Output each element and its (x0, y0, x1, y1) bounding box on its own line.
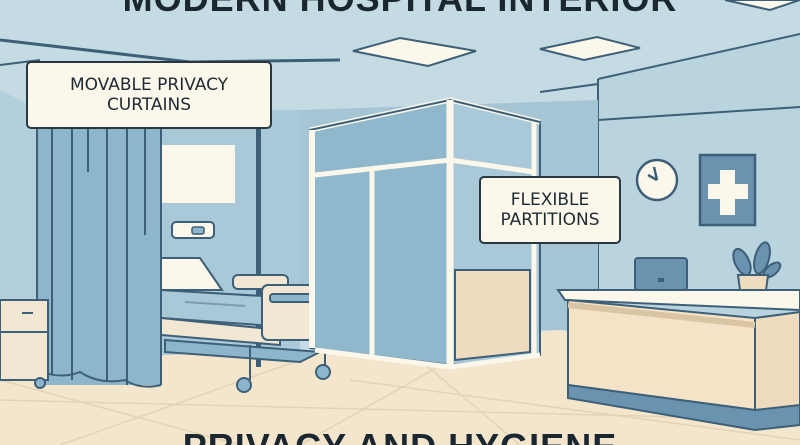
label-line: CURTAINS (106, 95, 192, 115)
label-line: MOVABLE PRIVACY (69, 75, 229, 95)
bottom-caption: PRIVACY AND HYGIENE (0, 426, 800, 445)
label-line: PARTITIONS (500, 210, 600, 230)
label-line: FLEXIBLE (510, 190, 590, 210)
hospital-bed (160, 257, 339, 393)
label-movable-privacy-curtains: MOVABLE PRIVACY CURTAINS (26, 61, 272, 129)
page-title: MODERN HOSPITAL INTERIOR (0, 0, 800, 20)
medical-cross-sign (698, 153, 757, 227)
laptop (634, 257, 688, 291)
reception-desk (556, 289, 800, 432)
privacy-curtain (36, 127, 261, 388)
label-flexible-partitions: FLEXIBLE PARTITIONS (479, 176, 621, 244)
wall-clock (635, 158, 679, 202)
bedside-cabinet (0, 299, 49, 389)
